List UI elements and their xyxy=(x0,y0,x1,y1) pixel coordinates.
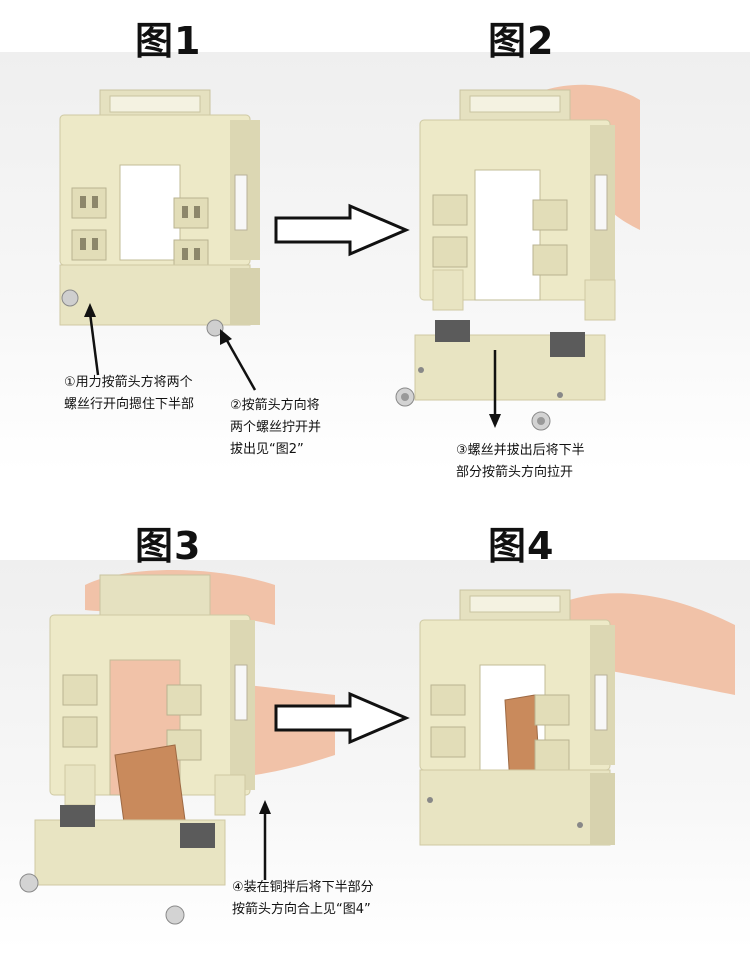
push-up-arrow-icon xyxy=(259,800,271,880)
caption-line: 部分按箭头方向拉开 xyxy=(456,465,574,480)
loose-screws-icon xyxy=(395,387,551,431)
figure-2-title: 图2 xyxy=(488,19,555,63)
caption-line: ③螺丝并拔出后将下半 xyxy=(456,443,585,458)
figure-1-transformer xyxy=(59,89,260,337)
figure-1-title: 图1 xyxy=(135,19,202,63)
caption-line: 两个螺丝拧开并 xyxy=(230,420,322,435)
step-3-caption: ③螺丝并拔出后将下半 部分按箭头方向拉开 xyxy=(456,440,585,484)
figure-2-transformer xyxy=(414,84,640,401)
caption-line: ②按箭头方向将 xyxy=(230,398,320,413)
step-2-caption: ②按箭头方向将 两个螺丝拧开并 拔出见“图2” xyxy=(230,395,321,461)
next-step-arrow-icon xyxy=(274,203,410,257)
caption-line: 螺丝行开向摁住下半部 xyxy=(64,397,195,412)
figure-3-title: 图3 xyxy=(135,524,202,568)
step-4-caption: ④装在铜拌后将下半部分 按箭头方向合上见“图4” xyxy=(232,877,374,921)
figure-1-pointer-arrows xyxy=(84,303,257,391)
caption-line: ④装在铜拌后将下半部分 xyxy=(232,880,374,895)
figure-4-title: 图4 xyxy=(488,524,555,568)
step-1-caption: ①用力按箭头方将两个 螺丝行开向摁住下半部 xyxy=(64,372,194,416)
figure-4-transformer xyxy=(419,589,735,846)
next-step-arrow-icon xyxy=(274,691,410,745)
caption-line: ①用力按箭头方将两个 xyxy=(64,375,193,390)
caption-line: 拔出见“图2” xyxy=(230,442,304,457)
pull-down-arrow-icon xyxy=(489,350,501,428)
caption-line: 按箭头方向合上见“图4” xyxy=(232,902,371,917)
figure-3-transformer xyxy=(19,570,335,925)
